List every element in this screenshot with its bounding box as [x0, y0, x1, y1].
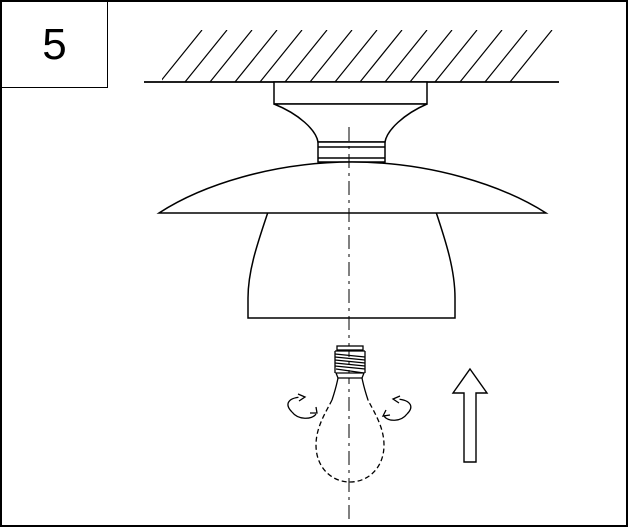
ceiling-canopy — [273, 81, 428, 163]
outer-shade — [156, 161, 549, 214]
inner-shade — [247, 211, 456, 319]
bulb-neck — [331, 377, 369, 401]
canopy-neck — [273, 103, 428, 143]
bulb-screw-base — [334, 345, 366, 379]
up-arrow-icon — [451, 367, 489, 463]
step-number: 5 — [42, 19, 67, 69]
light-bulb — [315, 345, 385, 483]
socket-collar — [317, 141, 386, 163]
rotate-arrow-icon — [381, 395, 412, 421]
lamp-shades — [156, 161, 549, 319]
step-number-box: 5 — [2, 2, 108, 88]
bulb-glass — [315, 399, 385, 483]
ceiling — [144, 30, 559, 83]
rotate-arrow-icon — [287, 393, 318, 419]
ceiling-hatching — [162, 30, 553, 82]
canopy-plate — [273, 81, 428, 105]
